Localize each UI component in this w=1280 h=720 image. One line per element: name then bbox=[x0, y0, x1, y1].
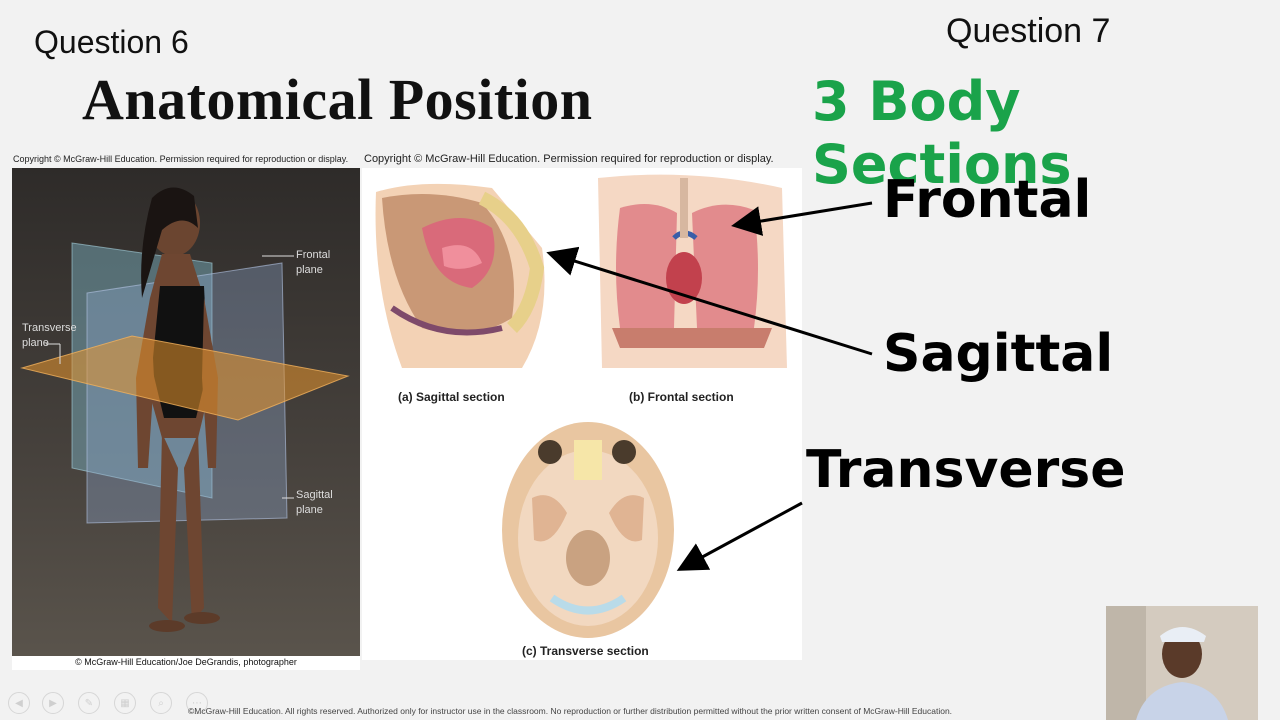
sagittal-plane-label-line2: plane bbox=[296, 504, 323, 516]
frontal-plane-label-line2: plane bbox=[296, 264, 323, 276]
caption-frontal-section: (b) Frontal section bbox=[629, 390, 734, 404]
sagittal-plane-label-line1: Sagittal bbox=[296, 489, 333, 501]
sagittal-section-image bbox=[375, 183, 545, 368]
copyright-right: Copyright © McGraw-Hill Education. Permi… bbox=[364, 153, 774, 165]
right-title: 3 Body Sections bbox=[812, 70, 1072, 196]
presenter-video-frame bbox=[1106, 606, 1258, 720]
caption-transverse-section: (c) Transverse section bbox=[522, 644, 649, 658]
question-6-header: Question 6 bbox=[34, 24, 189, 60]
sagittal-arrow bbox=[546, 246, 873, 356]
transverse-label: Transverse bbox=[806, 440, 1126, 500]
more-icon[interactable]: ⋯ bbox=[186, 692, 208, 714]
transverse-plane-label-line2: plane bbox=[22, 337, 49, 349]
copyright-left: Copyright © McGraw-Hill Education. Permi… bbox=[13, 154, 349, 164]
slides-icon[interactable]: ▦ bbox=[114, 692, 136, 714]
photo-credit: © McGraw-Hill Education/Joe DeGrandis, p… bbox=[12, 656, 360, 670]
zoom-icon[interactable]: ⌕ bbox=[150, 692, 172, 714]
transverse-plane-label: Transverse plane bbox=[22, 321, 77, 351]
transverse-arrow bbox=[676, 501, 803, 571]
left-title: Anatomical Position bbox=[82, 67, 593, 132]
anatomical-position-photo: Frontal plane Transverse plane Sagittal … bbox=[12, 168, 360, 658]
transverse-plane-label-line1: Transverse bbox=[22, 322, 77, 334]
frontal-plane-label: Frontal plane bbox=[296, 248, 330, 278]
caption-sagittal-section: (a) Sagittal section bbox=[398, 390, 505, 404]
sagittal-plane-label: Sagittal plane bbox=[296, 488, 333, 518]
frontal-label: Frontal bbox=[883, 170, 1092, 230]
play-icon[interactable]: ▶ bbox=[42, 692, 64, 714]
presenter-webcam bbox=[1106, 606, 1258, 720]
frontal-plane-label-line1: Frontal bbox=[296, 249, 331, 261]
frontal-arrow bbox=[731, 201, 873, 236]
pen-icon[interactable]: ✎ bbox=[78, 692, 100, 714]
body-sections-figure: (a) Sagittal section (b) Frontal section… bbox=[362, 168, 802, 660]
previous-icon[interactable]: ◀ bbox=[8, 692, 30, 714]
anatomical-planes-illustration bbox=[12, 168, 360, 658]
transverse-section-image bbox=[502, 422, 674, 638]
footer-copyright: ©McGraw-Hill Education. All rights reser… bbox=[188, 706, 953, 716]
sagittal-label: Sagittal bbox=[883, 324, 1114, 384]
question-7-header: Question 7 bbox=[946, 12, 1111, 50]
